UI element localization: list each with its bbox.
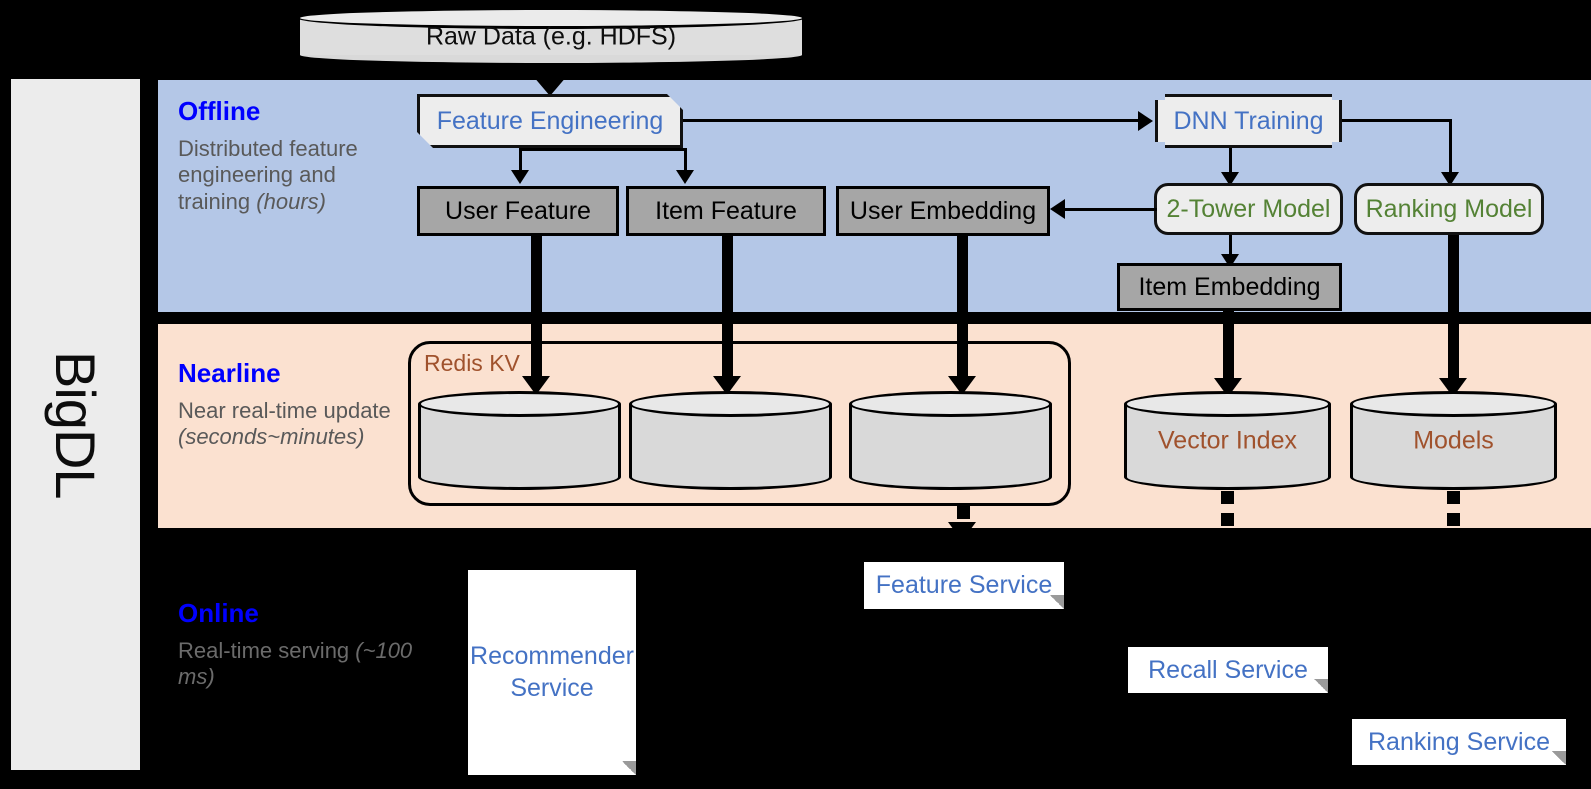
dash-segment-feature-service: [957, 506, 970, 519]
ranking-service-label: Ranking Service: [1367, 727, 1551, 756]
pipe-item-embedding-to-vector-index: [1223, 311, 1234, 383]
band-subtitle-online-text: Real-time serving: [178, 638, 356, 663]
raw-data-store: Raw Data (e.g. HDFS): [297, 7, 805, 66]
dash-segment-ranking-a: [1447, 491, 1460, 504]
item-feature-box[interactable]: Item Feature: [626, 186, 826, 236]
recall-service-card[interactable]: Recall Service: [1128, 647, 1328, 693]
page-fold-icon: [1314, 679, 1328, 693]
recall-service-label: Recall Service: [1148, 655, 1308, 684]
band-emphasis-nearline: (seconds~minutes): [178, 424, 365, 450]
pipe-item-feature: [722, 236, 733, 380]
redis-kv-label: Redis KV: [424, 350, 520, 376]
cylinder-top: [629, 391, 832, 417]
arrowhead-dnn-to-2tower: [1221, 172, 1239, 186]
arrowhead-raw-to-fe: [533, 76, 567, 96]
band-subtitle-offline-text: Distributed feature engineering and trai…: [178, 136, 358, 214]
band-title-nearline: Nearline: [178, 358, 281, 388]
connector-dnn-to-ranking-h: [1342, 119, 1452, 122]
redis-kv-group: [408, 341, 1071, 506]
ranking-service-card[interactable]: Ranking Service: [1352, 719, 1566, 765]
arrowhead-fe-to-item-feature: [676, 170, 694, 184]
band-emphasis-offline: (hours): [256, 188, 326, 214]
cylinder-top: [1124, 391, 1331, 417]
dash-segment-recall-b: [1221, 513, 1234, 526]
user-feature-label: User Feature: [445, 196, 591, 225]
arrowhead-dnn-to-ranking: [1441, 172, 1459, 186]
pipe-user-feature: [531, 236, 542, 380]
band-title-online: Online: [178, 598, 259, 628]
dnn-training-label: DNN Training: [1173, 106, 1324, 135]
item-feature-label: Item Feature: [655, 196, 797, 225]
band-subtitle-offline: Distributed feature engineering and trai…: [178, 136, 408, 215]
page-fold-icon: [1552, 751, 1566, 765]
connector-2tower-to-item-embedding: [1229, 235, 1232, 261]
band-emphasis-online: (~100 ms): [178, 638, 413, 690]
band-subtitle-nearline: Near real-time update (seconds~minutes): [178, 398, 418, 451]
page-fold-icon: [1050, 595, 1064, 609]
connector-2tower-to-user-embedding: [1065, 208, 1157, 211]
connector-fe-branch: [519, 148, 686, 151]
user-feature-box[interactable]: User Feature: [417, 186, 619, 236]
caption-offline: Offline Distributed feature engineering …: [178, 96, 408, 215]
models-label: Models: [1413, 426, 1494, 454]
item-embedding-box[interactable]: Item Embedding: [1117, 263, 1342, 311]
dnn-training-box[interactable]: DNN Training: [1155, 94, 1342, 148]
connector-dnn-to-ranking-v: [1449, 119, 1452, 177]
store-user-embedding[interactable]: [849, 391, 1052, 490]
bigdl-label: BigDL: [44, 350, 107, 499]
feature-service-card[interactable]: Feature Service: [864, 562, 1064, 609]
feature-service-label: Feature Service: [875, 571, 1053, 599]
bigdl-rail: BigDL: [8, 76, 143, 773]
cylinder-top: [297, 7, 805, 29]
recommender-service-card[interactable]: Recommender Service: [468, 570, 636, 775]
user-embedding-box[interactable]: User Embedding: [836, 186, 1050, 236]
item-embedding-label: Item Embedding: [1138, 272, 1321, 301]
cylinder-body: [418, 404, 621, 477]
connector-raw-to-fe: [549, 66, 552, 80]
band-subtitle-nearline-text: Near real-time update: [178, 398, 391, 423]
pipe-user-embedding: [957, 236, 968, 380]
cylinder-top: [418, 391, 621, 417]
pipe-ranking-model-to-models: [1448, 235, 1459, 383]
connector-fe-to-dnn: [683, 119, 1138, 122]
user-embedding-label: User Embedding: [849, 196, 1037, 225]
dash-segment-ranking-b: [1447, 513, 1460, 526]
two-tower-model-label: 2-Tower Model: [1166, 194, 1331, 223]
feature-engineering-label: Feature Engineering: [436, 106, 664, 135]
models-store[interactable]: Models: [1350, 391, 1557, 490]
arrowhead-2tower-to-user-embedding: [1050, 199, 1065, 219]
ranking-model-label: Ranking Model: [1365, 194, 1533, 223]
recommender-service-label: Recommender Service: [470, 642, 634, 702]
store-item-feature[interactable]: [629, 391, 832, 490]
vector-index-label: Vector Index: [1158, 426, 1297, 454]
cylinder-top: [1350, 391, 1557, 417]
dash-segment-recall-a: [1221, 491, 1234, 504]
feature-engineering-box[interactable]: Feature Engineering: [417, 94, 683, 148]
band-title-offline: Offline: [178, 96, 261, 126]
page-fold-icon: [622, 761, 636, 775]
ranking-model-box[interactable]: Ranking Model: [1354, 183, 1544, 235]
connector-fe-to-item-feature: [684, 148, 687, 174]
vector-index-store[interactable]: Vector Index: [1124, 391, 1331, 490]
two-tower-model-box[interactable]: 2-Tower Model: [1154, 183, 1343, 235]
connector-fe-to-user-feature: [519, 148, 522, 174]
store-user-feature[interactable]: [418, 391, 621, 490]
cylinder-top: [849, 391, 1052, 417]
raw-data-label: Raw Data (e.g. HDFS): [425, 22, 677, 50]
arrowhead-fe-to-user-feature: [511, 170, 529, 184]
arrowhead-to-feature-service: [948, 522, 976, 541]
connector-dnn-to-2tower: [1229, 148, 1232, 176]
caption-nearline: Nearline Near real-time update (seconds~…: [178, 358, 418, 451]
band-subtitle-online: Real-time serving (~100 ms): [178, 638, 418, 691]
arrowhead-fe-to-dnn: [1138, 111, 1153, 131]
caption-online: Online Real-time serving (~100 ms): [178, 598, 418, 691]
